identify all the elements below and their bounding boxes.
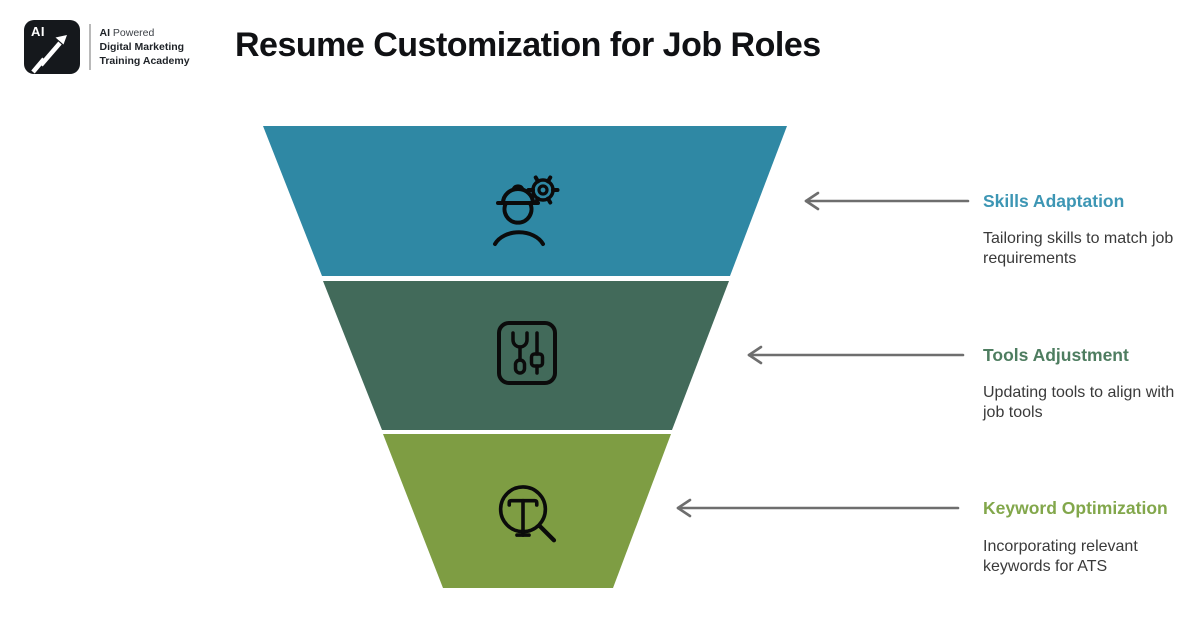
wrench-screwdriver-icon <box>497 321 557 385</box>
stage-label-tools-adjustment: Tools Adjustment <box>983 345 1129 365</box>
callout-arrow-skills <box>804 191 970 211</box>
brand-logo-mark: AI <box>24 20 80 74</box>
brand-tagline-line2: Digital Marketing <box>99 41 185 53</box>
callout-arrow-keyword <box>676 498 960 518</box>
brand-tagline-line3: Training Academy <box>99 55 190 67</box>
brand-tagline-powered: Powered <box>110 27 155 39</box>
callout-arrow-tools <box>747 345 965 365</box>
worker-gear-icon <box>493 175 560 246</box>
stage-label-keyword-optimization: Keyword Optimization <box>983 498 1168 518</box>
stage-label-skills-adaptation: Skills Adaptation <box>983 191 1125 211</box>
brand-divider <box>89 24 91 70</box>
brand-logo: AI AI Powered Digital Marketing Training… <box>24 20 190 74</box>
stage-description-keyword-optimization: Incorporating relevant keywords for ATS <box>983 538 1138 575</box>
brand-logo-ai-text: AI <box>31 24 45 39</box>
brand-tagline: AI Powered Digital Marketing Training Ac… <box>100 26 190 68</box>
growth-arrow-icon <box>31 35 67 74</box>
magnifier-letter-icon <box>498 485 557 543</box>
page-title: Resume Customization for Job Roles <box>235 26 821 64</box>
brand-tagline-line1: AI Powered <box>100 26 190 40</box>
stage-description-tools-adjustment: Updating tools to align with job tools <box>983 384 1175 421</box>
funnel-stage-tools-adjustment <box>323 281 729 430</box>
brand-tagline-ai: AI <box>99 27 111 39</box>
stage-description-skills-adaptation: Tailoring skills to match job requiremen… <box>983 230 1174 267</box>
